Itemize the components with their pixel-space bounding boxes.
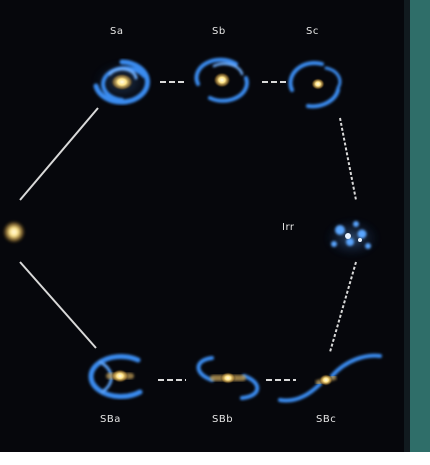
label-sbb: SBb	[212, 414, 234, 425]
galaxy-sbc	[278, 353, 382, 403]
connector-sc-irr	[339, 117, 357, 201]
galaxy-irr	[324, 218, 380, 258]
galaxy-sb	[194, 57, 249, 103]
galaxy-sc	[288, 60, 342, 109]
connector-lines	[19, 81, 357, 381]
elliptical-galaxy	[2, 220, 26, 244]
galaxy-sba	[88, 354, 143, 399]
galaxy-sbb	[196, 356, 260, 400]
connector-irr-sbc	[329, 261, 357, 353]
right-teal-band	[410, 0, 430, 452]
label-sba: SBa	[100, 414, 121, 425]
connector-e-sa	[19, 107, 99, 201]
label-sc: Sc	[306, 26, 319, 37]
label-irr: Irr	[282, 222, 295, 233]
label-sa: Sa	[110, 26, 124, 37]
label-sb: Sb	[212, 26, 226, 37]
label-sbc: SBc	[316, 414, 337, 425]
connector-e-sba	[19, 261, 97, 349]
galaxy-sa	[92, 59, 152, 105]
